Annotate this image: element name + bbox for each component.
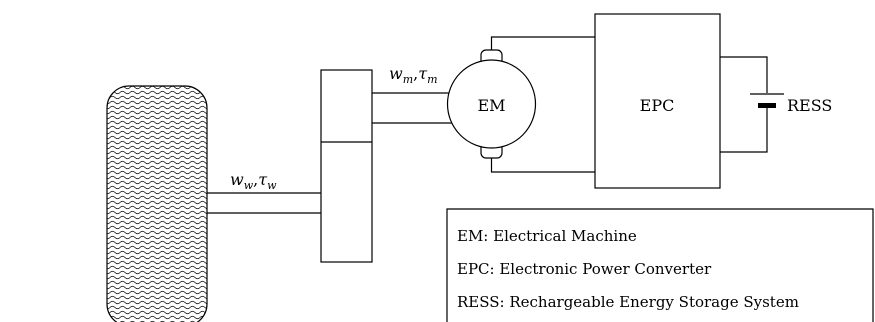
wheel-shaft: [207, 192, 321, 214]
ress-label: RESS: [787, 96, 832, 115]
legend-item-ress: RESS: Rechargeable Energy Storage System: [457, 293, 799, 311]
ress-circuit: RESS: [720, 56, 832, 153]
epc-label: EPC: [640, 96, 675, 115]
em-circle: [446, 59, 537, 149]
wheel-speed-torque-label: ww,τw: [230, 170, 277, 192]
gearbox: [320, 69, 373, 263]
em-label: EM: [477, 96, 505, 115]
motor-shaft: [372, 92, 453, 124]
epc-block: EPC: [594, 13, 721, 189]
legend-item-epc: EPC: Electronic Power Converter: [457, 260, 712, 278]
electrical-machine: EM: [446, 49, 537, 159]
battery-negative-plate: [758, 103, 776, 108]
motor-speed-torque-label: wm,τm: [389, 64, 438, 86]
legend-item-em: EM: Electrical Machine: [457, 227, 637, 245]
wheel-tire: [106, 85, 208, 322]
em-epc-wires: [490, 36, 595, 173]
legend-box: EM: Electrical Machine EPC: Electronic P…: [446, 208, 874, 322]
